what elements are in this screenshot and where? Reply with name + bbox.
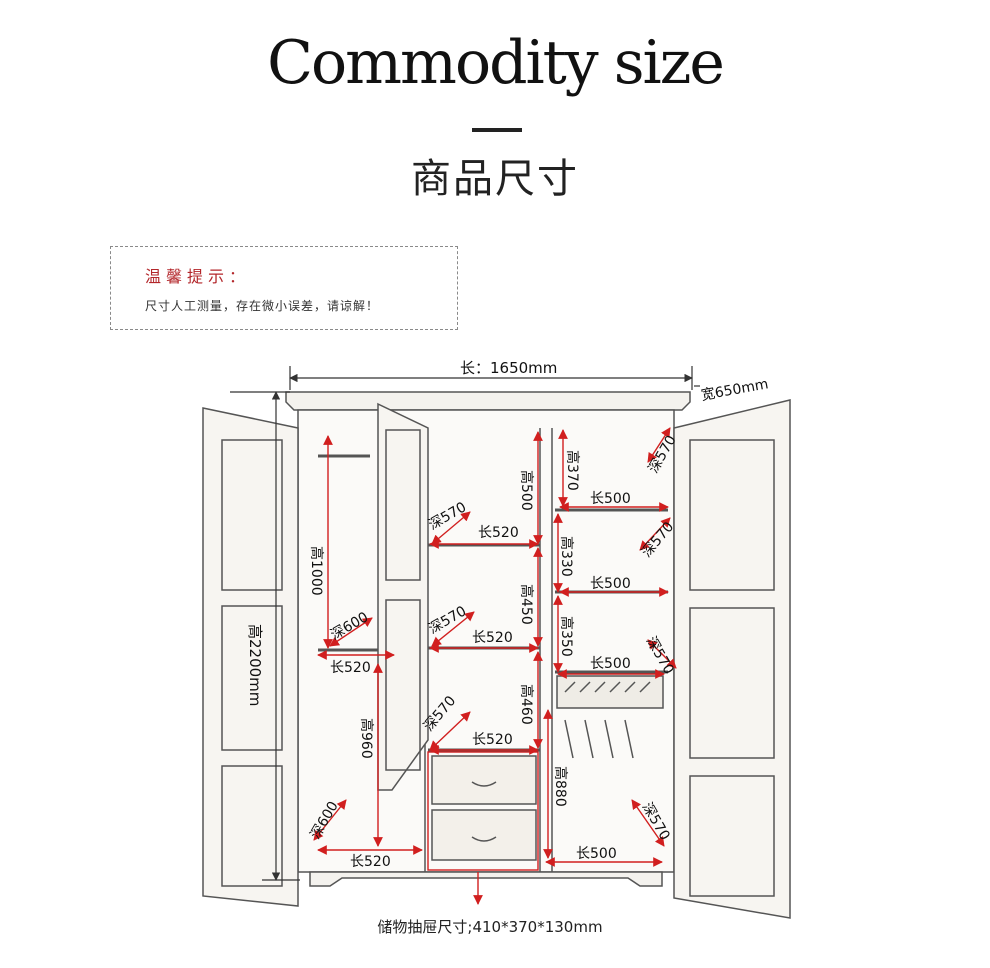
right-height-3: 高350	[558, 616, 575, 657]
drawer-note: 储物抽屉尺寸;410*370*130mm	[377, 918, 603, 936]
left-low-height: 高960	[358, 718, 375, 759]
page-subtitle: 商品尺寸	[411, 156, 579, 202]
right-len-1: 长500	[590, 491, 631, 507]
right-len-3: 长500	[590, 656, 631, 672]
mid-len-2: 长520	[472, 630, 513, 646]
length-label: 长：1650mm	[460, 359, 557, 377]
left-len-top: 长520	[330, 660, 371, 676]
right-height-1: 高370	[564, 450, 581, 491]
tip-box: 温馨提示： 尺寸人工测量，存在微小误差，请谅解！	[110, 246, 458, 330]
tip-text: 尺寸人工测量，存在微小误差，请谅解！	[145, 299, 380, 313]
page-title: Commodity size	[267, 28, 725, 98]
mid-height-2: 高450	[518, 584, 535, 625]
right-height-4: 高880	[552, 766, 569, 807]
right-height-2: 高330	[558, 536, 575, 577]
mid-len-3: 长520	[472, 732, 513, 748]
right-len-4: 长500	[576, 846, 617, 862]
left-hang-height: 高1000	[308, 546, 325, 596]
red-measurements	[313, 427, 677, 905]
width-label: 宽650mm	[700, 375, 770, 404]
tip-title: 温馨提示：	[145, 267, 251, 286]
left-len-bottom: 长520	[350, 854, 391, 870]
height-label: 高2200mm	[246, 624, 264, 706]
right-len-2: 长500	[590, 576, 631, 592]
mid-height-1: 高500	[518, 470, 535, 511]
title-divider	[472, 128, 522, 132]
mid-height-3: 高460	[518, 684, 535, 725]
mid-len-1: 长520	[478, 525, 519, 541]
overall-dimensions	[230, 366, 700, 881]
wardrobe-sketch	[202, 391, 791, 919]
